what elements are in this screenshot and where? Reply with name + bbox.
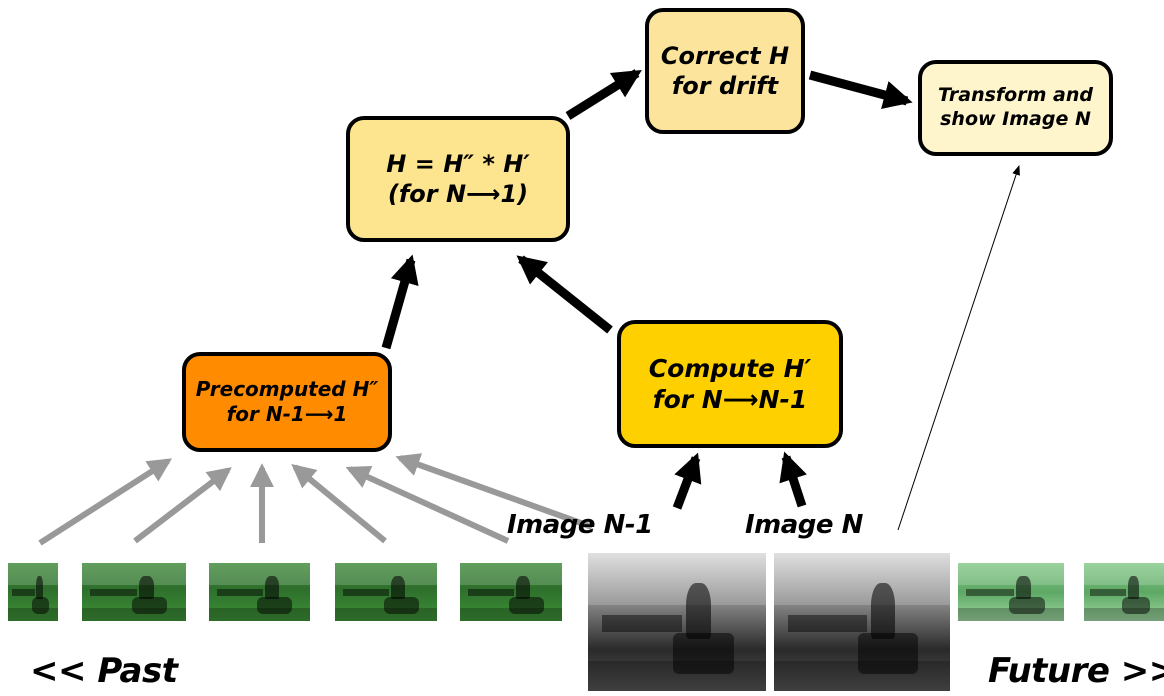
correct-drift-box: Correct H for drift <box>645 8 805 134</box>
past-frame-thumbnail <box>460 563 562 621</box>
image-n-label: Image N <box>745 510 863 540</box>
gray-arrow-6 <box>395 453 594 530</box>
arrow-image-n-to-transform <box>897 165 1020 531</box>
past-label: << Past <box>30 651 178 691</box>
arrow-correct-to-transform <box>808 70 913 109</box>
image-n-minus-1-frame <box>588 553 766 691</box>
compute-homography-line1: Compute H′ <box>648 353 812 383</box>
arrow-image-n1-to-compute <box>672 452 702 510</box>
image-n-minus-1-label: Image N-1 <box>507 510 653 540</box>
transform-show-line2: show Image N <box>940 108 1091 130</box>
correct-drift-line1: Correct H <box>660 42 790 70</box>
precomputed-homography-box: Precomputed H″ for N-1⟶1 <box>182 352 392 452</box>
arrow-image-n-to-compute <box>779 451 807 508</box>
arrow-compose-to-correct <box>565 69 642 120</box>
past-frame-thumbnail <box>8 563 58 621</box>
precomputed-homography-line1: Precomputed H″ <box>195 377 379 401</box>
gray-arrow-2 <box>133 467 232 544</box>
compose-homography-box: H = H″ * H′ (for N⟶1) <box>346 116 570 242</box>
compute-homography-box: Compute H′ for N⟶N-1 <box>617 320 843 448</box>
past-frame-thumbnail <box>335 563 437 621</box>
transform-show-box: Transform and show Image N <box>918 60 1113 156</box>
arrow-precomputed-to-compose <box>381 254 419 350</box>
correct-drift-line2: for drift <box>671 72 779 100</box>
transform-show-line1: Transform and <box>938 84 1093 107</box>
precomputed-homography-line2: for N-1⟶1 <box>226 402 348 426</box>
gray-arrow-5 <box>345 466 510 544</box>
past-frame-thumbnail <box>209 563 310 621</box>
arrow-compute-to-compose <box>516 255 613 334</box>
image-n-frame <box>774 553 950 691</box>
compose-homography-line2: (for N⟶1) <box>387 180 529 208</box>
gray-arrow-4 <box>291 463 387 544</box>
future-label: Future >> <box>988 651 1164 691</box>
compute-homography-line2: for N⟶N-1 <box>652 385 808 414</box>
gray-arrow-1 <box>38 458 173 546</box>
past-frame-thumbnail <box>82 563 186 621</box>
future-frame-thumbnail <box>958 563 1064 621</box>
compose-homography-line1: H = H″ * H′ <box>386 150 530 178</box>
future-frame-thumbnail <box>1084 563 1164 621</box>
